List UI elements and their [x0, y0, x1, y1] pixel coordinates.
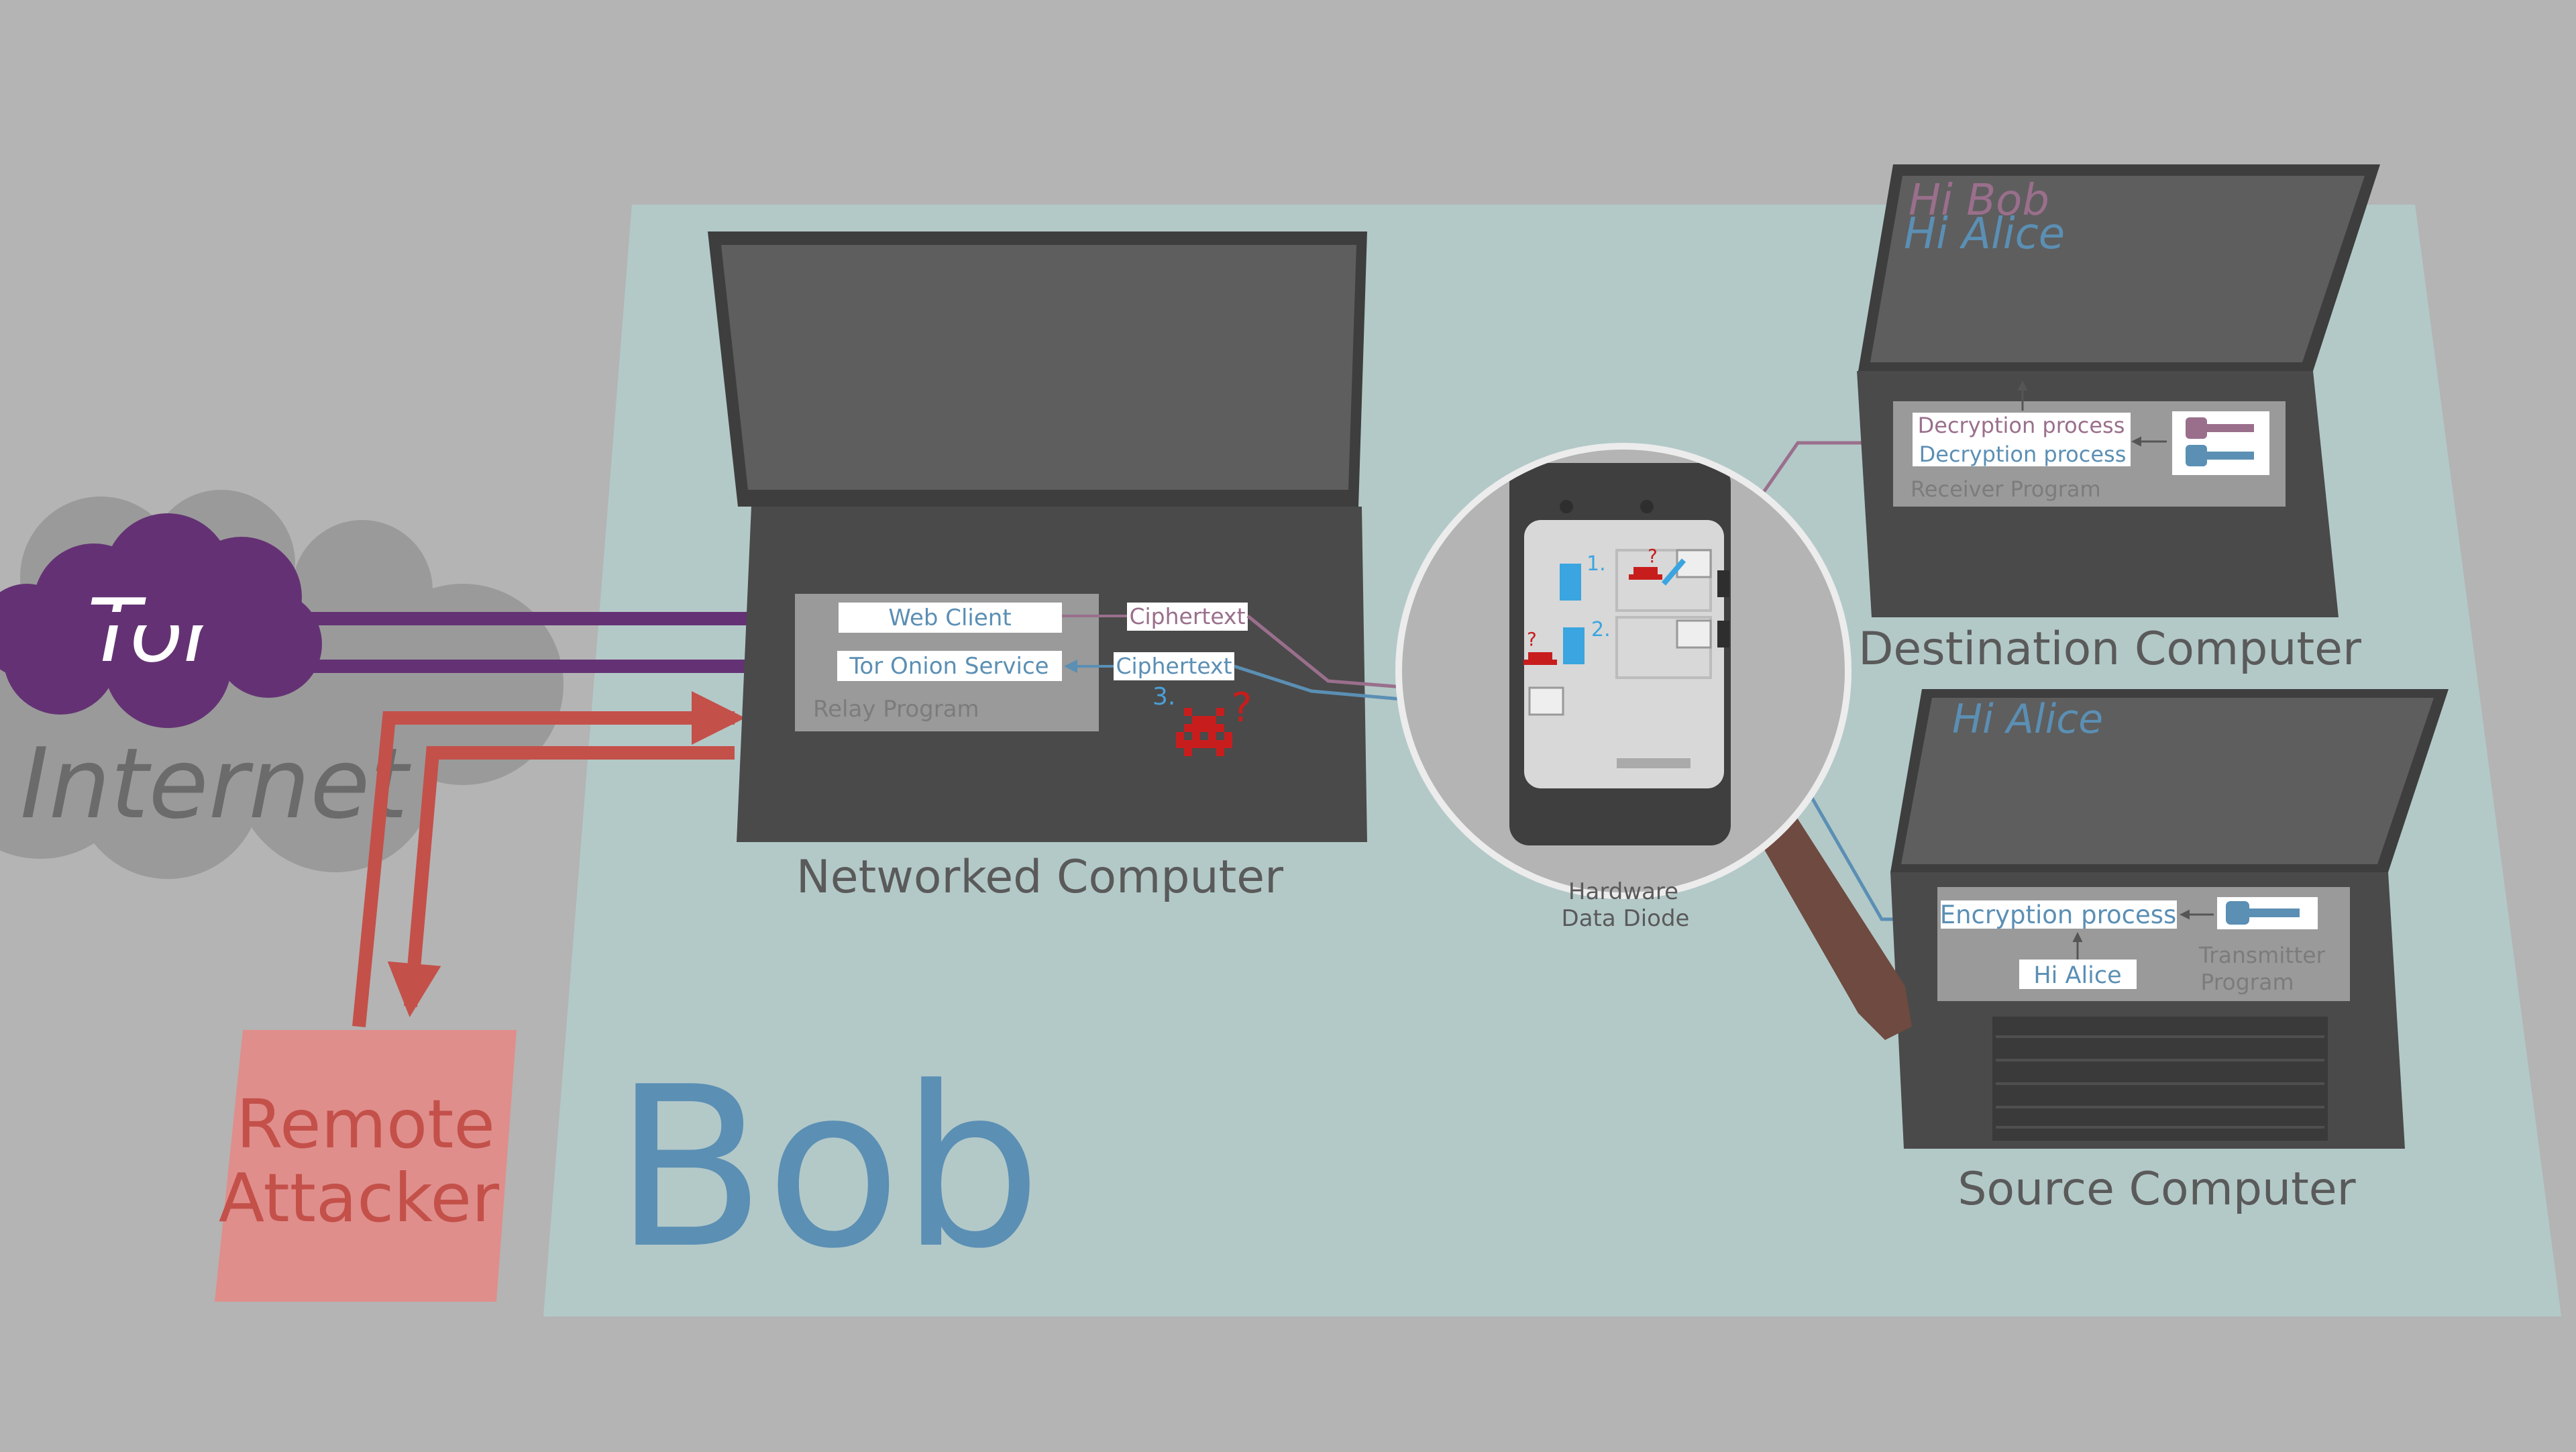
destination-screen-line2: Hi Alice	[1904, 209, 2065, 259]
onion-service-box	[837, 651, 1062, 681]
attacker-flow-down	[387, 746, 735, 1017]
key-icon-alice-source	[2226, 901, 2300, 925]
ciphertext-in-label: Ciphertext	[1129, 603, 1245, 629]
decryption-label-2: Decryption process	[1919, 442, 2127, 467]
optocoupler-chip-1	[1560, 564, 1581, 601]
attacker-label-line2: Attacker	[219, 1159, 500, 1237]
destination-computer: Hi Bob Hi Alice Decryption process Decry…	[1857, 164, 2380, 617]
receiver-program-label: Receiver Program	[1911, 476, 2101, 502]
attack-vector-number: 3.	[1152, 683, 1175, 711]
onion-service-label: Tor Onion Service	[849, 653, 1049, 680]
networked-computer: Relay Program Web Client Tor Onion Servi…	[708, 231, 1367, 842]
attacker-box	[215, 1030, 517, 1302]
diode-unknown-mark-2: ?	[1527, 628, 1537, 650]
source-keyboard	[1992, 1017, 2328, 1141]
key-icon-alice	[2186, 445, 2254, 466]
networked-computer-caption: Networked Computer	[796, 851, 1283, 904]
relay-program-label: Relay Program	[813, 696, 979, 723]
magnifier-handle	[1754, 809, 1912, 1040]
encryption-box	[1941, 900, 2177, 929]
web-client-label: Web Client	[888, 605, 1011, 631]
key-icon-bob	[2186, 417, 2254, 439]
diode-unknown-mark-1: ?	[1648, 545, 1658, 567]
source-computer-caption: Source Computer	[1957, 1163, 2355, 1216]
decryption-box-1	[1913, 413, 2131, 439]
diode-malware-icon-1	[1629, 567, 1662, 580]
ciphertext-out-label: Ciphertext	[1116, 653, 1232, 679]
internet-label: Internet	[20, 727, 411, 841]
data-diode-caption-line1: Hardware	[1568, 878, 1678, 905]
transmitter-program-label-line2: Program	[2200, 969, 2294, 995]
diode-channel-1: 1.	[1587, 552, 1606, 576]
optocoupler-chip-2	[1563, 627, 1585, 664]
destination-computer-caption: Destination Computer	[1858, 623, 2361, 676]
bob-zone-label: Bob	[614, 1039, 1042, 1297]
magnifier-lens: 1. 2. ? ?	[1395, 443, 1851, 899]
diode-channel-2: 2.	[1591, 618, 1611, 641]
ciphertext-out-box	[1114, 652, 1234, 680]
encryption-label: Encryption process	[1940, 900, 2177, 929]
attacker-label-line1: Remote	[236, 1085, 495, 1163]
tor-cloud	[0, 513, 322, 728]
decryption-label-1: Decryption process	[1918, 413, 2125, 438]
transmitter-program-label-line1: Transmitter	[2198, 942, 2326, 968]
data-diode-caption-line2: Data Diode	[1562, 905, 1690, 932]
attacker-flow-up	[352, 691, 745, 1027]
decryption-box-2	[1913, 439, 2131, 466]
web-client-box	[839, 603, 1062, 633]
source-keyboard-keys	[1996, 1035, 2324, 1129]
malware-unknown-mark: ?	[1231, 684, 1252, 731]
source-computer: Hi Alice Encryption process Transmitter …	[1890, 689, 2449, 1149]
source-screen-text: Hi Alice	[1952, 696, 2103, 743]
ciphertext-in-box	[1127, 603, 1248, 631]
destination-screen-line1: Hi Bob	[1909, 176, 2049, 225]
plaintext-label: Hi Alice	[2033, 962, 2121, 989]
diode-malware-icon-2	[1523, 652, 1557, 665]
plaintext-box	[2019, 960, 2137, 989]
tor-label: Tor	[87, 580, 224, 682]
malware-invader-icon	[1176, 708, 1232, 756]
